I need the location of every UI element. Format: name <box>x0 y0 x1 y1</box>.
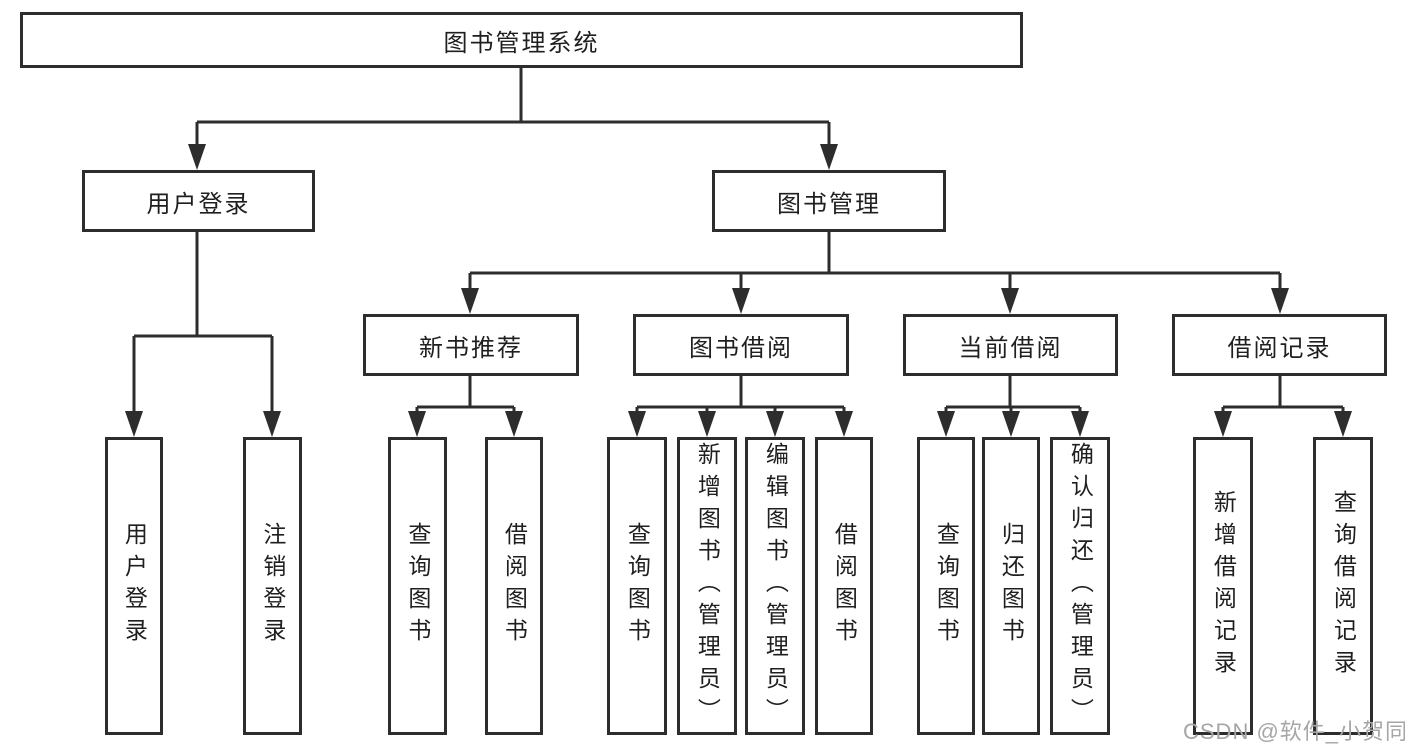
arrowhead-icon <box>628 411 646 437</box>
connector-root <box>195 68 831 150</box>
leaf-bb-borrow-books: 借阅图书 <box>815 437 873 735</box>
node-root-label: 图书管理系统 <box>443 29 600 57</box>
node-user-login: 用户登录 <box>82 170 315 232</box>
arrowhead-icon <box>1001 288 1019 314</box>
leaf-br-query-record: 查询借阅记录 <box>1313 437 1373 735</box>
leaf-logout: 注销登录 <box>243 437 302 735</box>
arrowhead-icon <box>1214 411 1232 437</box>
connector-current-borrow <box>944 376 1082 417</box>
arrowhead-icon <box>937 411 955 437</box>
arrowhead-icon <box>125 411 143 437</box>
leaf-nb-query-books: 查询图书 <box>388 437 447 735</box>
leaf-cb-confirm-return-admin: 确认归还（管理员） <box>1050 437 1110 735</box>
leaf-user-login-label: 用户登录 <box>121 522 148 650</box>
arrowhead-icon <box>1271 288 1289 314</box>
leaf-cb-return-books-label: 归还图书 <box>998 522 1025 650</box>
node-book-borrow-label: 图书借阅 <box>689 334 793 362</box>
leaf-cb-confirm-return-admin-label: 确认归还（管理员） <box>1067 442 1094 730</box>
leaf-cb-return-books: 归还图书 <box>982 437 1040 735</box>
arrowhead-icon <box>188 144 206 170</box>
leaf-nb-borrow-books-label: 借阅图书 <box>501 522 528 650</box>
leaf-br-add-record: 新增借阅记录 <box>1193 437 1253 735</box>
leaf-bb-borrow-books-label: 借阅图书 <box>831 522 858 650</box>
leaf-br-query-record-label: 查询借阅记录 <box>1330 490 1357 682</box>
arrowhead-icon <box>766 411 784 437</box>
leaf-bb-edit-book-admin-label: 编辑图书（管理员） <box>762 442 789 730</box>
arrowhead-icon <box>1002 411 1020 437</box>
arrowhead-icon <box>263 411 281 437</box>
watermark: CSDN @软件_小贺同学 <box>1183 719 1405 744</box>
arrowhead-icon <box>835 411 853 437</box>
arrowhead-icon <box>505 411 523 437</box>
leaf-bb-query-books-label: 查询图书 <box>624 522 651 650</box>
node-book-borrow: 图书借阅 <box>633 314 849 376</box>
arrowhead-icon <box>820 144 838 170</box>
node-borrow-records: 借阅记录 <box>1172 314 1387 376</box>
node-current-borrow: 当前借阅 <box>903 314 1118 376</box>
leaf-nb-query-books-label: 查询图书 <box>404 522 431 650</box>
node-book-management-label: 图书管理 <box>777 190 881 218</box>
node-borrow-records-label: 借阅记录 <box>1227 334 1332 362</box>
arrowhead-icon <box>1071 411 1089 437</box>
connector-book-borrow <box>635 376 846 417</box>
connector-borrow-records <box>1221 376 1345 417</box>
leaf-logout-label: 注销登录 <box>259 522 286 650</box>
arrowhead-icon <box>408 411 426 437</box>
leaf-br-add-record-label: 新增借阅记录 <box>1210 490 1237 682</box>
leaf-bb-add-book-admin-label: 新增图书（管理员） <box>694 442 721 730</box>
node-new-book-recommend: 新书推荐 <box>363 314 579 376</box>
node-book-management: 图书管理 <box>712 170 946 232</box>
connector-user-login <box>132 232 274 417</box>
leaf-cb-query-books-label: 查询图书 <box>933 522 960 650</box>
leaf-bb-query-books: 查询图书 <box>607 437 667 735</box>
arrowhead-icon <box>732 288 750 314</box>
arrowhead-icon <box>698 411 716 437</box>
leaf-cb-query-books: 查询图书 <box>917 437 975 735</box>
leaf-bb-add-book-admin: 新增图书（管理员） <box>677 437 737 735</box>
connector-new-books <box>415 376 516 417</box>
connector-book-management <box>468 232 1282 294</box>
node-current-borrow-label: 当前借阅 <box>958 334 1063 362</box>
arrowhead-icon <box>1334 411 1352 437</box>
leaf-user-login: 用户登录 <box>105 437 163 735</box>
leaf-bb-edit-book-admin: 编辑图书（管理员） <box>745 437 805 735</box>
node-user-login-label: 用户登录 <box>146 190 251 218</box>
node-root: 图书管理系统 <box>20 12 1023 68</box>
arrowhead-icon <box>461 288 479 314</box>
leaf-nb-borrow-books: 借阅图书 <box>485 437 543 735</box>
node-new-book-recommend-label: 新书推荐 <box>419 334 523 362</box>
